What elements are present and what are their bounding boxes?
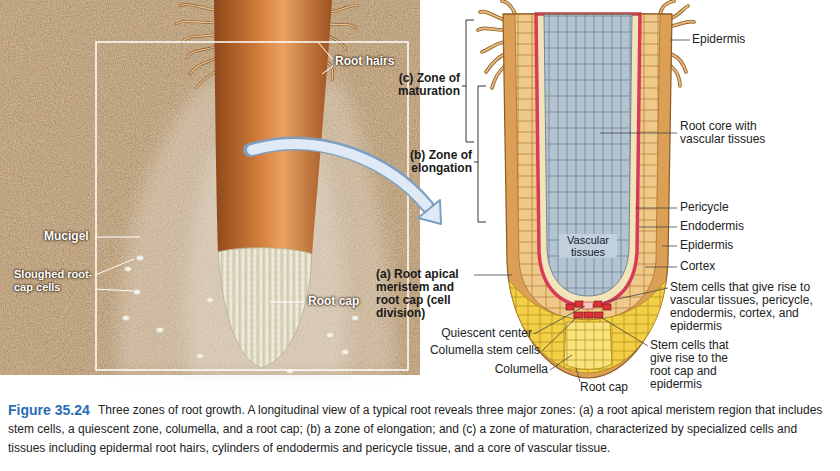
part-label: Stem cells that give rise to the root ca… <box>650 339 746 391</box>
part-label: Vascular tissues <box>559 234 617 258</box>
root-body <box>214 0 332 256</box>
part-label: Columella stem cells <box>410 344 540 357</box>
photo-leader-lines <box>95 259 134 275</box>
root-section <box>515 14 660 320</box>
root-section <box>536 14 640 306</box>
zoom-arrow <box>252 144 427 206</box>
root-body <box>214 0 332 368</box>
section-leader-lines <box>534 306 585 334</box>
section-leader-lines <box>542 316 578 351</box>
photo-label: Root hairs <box>335 55 394 68</box>
sloughed-cells <box>123 255 359 373</box>
zone-brackets <box>462 20 486 222</box>
photo-leader-lines <box>270 302 304 303</box>
photo-leader-lines <box>322 66 333 74</box>
root-section <box>564 322 612 369</box>
stem-cells <box>584 312 593 318</box>
zone-label: (b) Zone of elongation <box>380 149 472 175</box>
figure-caption: Three zones of root growth. A longitudin… <box>8 401 834 458</box>
section-leader-lines <box>604 288 668 302</box>
sloughed-cells <box>341 349 348 354</box>
part-label: Pericycle <box>680 201 729 214</box>
stem-cells <box>566 304 574 310</box>
zone-brackets <box>466 20 474 142</box>
section-leader-lines <box>474 275 512 276</box>
part-label: Root cap <box>580 381 628 394</box>
root-section <box>503 14 672 378</box>
stem-cells <box>575 301 583 307</box>
part-label: Quiescent center <box>412 327 532 340</box>
zone-brackets <box>474 162 478 163</box>
section-leader-lines <box>576 368 580 382</box>
zone-label: (a) Root apical meristem and root cap (c… <box>376 268 474 320</box>
photo-label: Root cap <box>308 295 359 308</box>
part-label: Root core with vascular tissues <box>680 120 792 146</box>
sloughed-cells <box>136 255 143 260</box>
photo-label: Mucigel <box>44 230 89 243</box>
section-leader-lines <box>602 318 648 346</box>
zone-label: (c) Zone of maturation <box>368 72 460 98</box>
part-label: Epidermis <box>692 33 745 46</box>
zoom-arrow <box>250 144 428 207</box>
zoom-frame <box>96 42 408 370</box>
sloughed-cells <box>197 354 204 359</box>
section-leader-lines <box>662 246 677 247</box>
part-label: Columella <box>458 363 548 376</box>
stem-cells <box>594 301 602 307</box>
stem-cells <box>603 304 611 310</box>
root-section <box>544 14 632 296</box>
section-leader-lines <box>639 227 677 228</box>
part-label: Stem cells that give rise to vascular ti… <box>670 281 836 333</box>
part-label: Endodermis <box>680 220 744 233</box>
section-leader-lines <box>550 355 572 370</box>
figure-number: Figure 35.24 <box>8 401 90 420</box>
part-label: Cortex <box>680 260 715 273</box>
zone-brackets <box>462 86 466 87</box>
sloughed-cells <box>125 267 132 272</box>
sloughed-cells <box>123 316 130 321</box>
zoom-arrow <box>418 200 441 224</box>
section-leader-lines <box>600 133 677 134</box>
photo-leader-lines <box>95 42 333 302</box>
zone-brackets <box>478 86 486 222</box>
soil-photo <box>0 0 420 375</box>
section-leader-lines <box>670 40 690 41</box>
stem-cells <box>594 312 603 318</box>
part-label: Epidermis <box>680 239 733 252</box>
sloughed-cells <box>133 289 140 294</box>
root-body <box>218 248 312 368</box>
stem-cells <box>583 302 593 309</box>
sloughed-cells <box>326 332 333 337</box>
soil-photo <box>0 0 420 375</box>
photo-leader-lines <box>95 289 133 291</box>
photo-leader-lines <box>318 42 333 60</box>
section-leader-lines <box>635 208 677 209</box>
stem-cells <box>574 312 583 318</box>
photo-label: Sloughed root-cap cells <box>14 268 96 294</box>
stem-cells <box>566 301 611 318</box>
photo-leader-lines <box>95 237 140 238</box>
sloughed-cells <box>352 316 359 321</box>
root-section <box>503 13 672 14</box>
root-section <box>503 14 672 378</box>
sloughed-cells <box>156 327 163 332</box>
section-leader-lines <box>645 267 677 268</box>
sloughed-cells <box>207 298 213 303</box>
